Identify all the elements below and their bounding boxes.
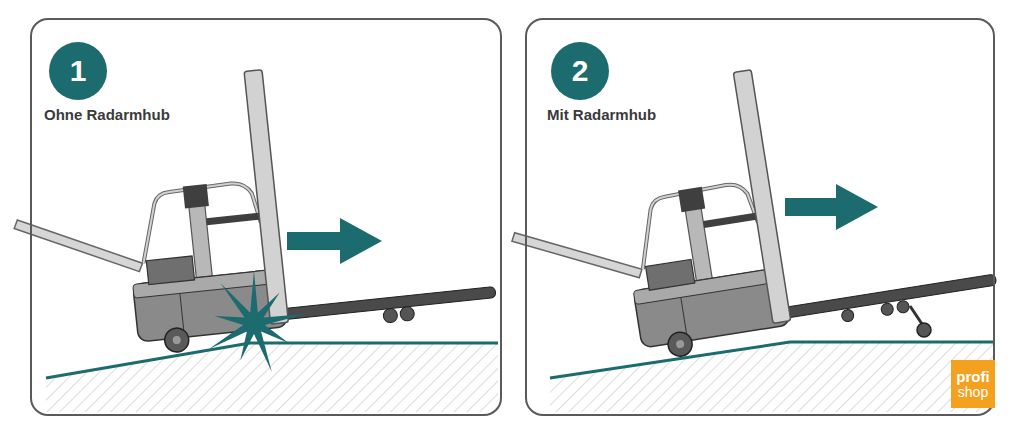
logo-text: shop	[958, 385, 988, 400]
direction-arrow	[785, 184, 878, 230]
panel: Mit Radarmhub 2 profishop	[525, 18, 995, 416]
panel-heading: Mit Radarmhub	[547, 106, 656, 123]
callout-number: 2	[572, 56, 589, 86]
step-number: 1	[49, 42, 107, 100]
logo-text: profi	[956, 369, 989, 385]
panel-heading: Ohne Radarmhub	[44, 106, 170, 123]
step-number: 2	[551, 42, 609, 100]
collision-burst	[209, 271, 305, 372]
callout-number: 1	[70, 56, 87, 86]
panel: Ohne Radarmhub 1	[30, 18, 502, 416]
shop-logo: profishop	[951, 360, 995, 408]
collision-burst-shape	[209, 271, 305, 372]
direction-arrow	[287, 218, 382, 264]
